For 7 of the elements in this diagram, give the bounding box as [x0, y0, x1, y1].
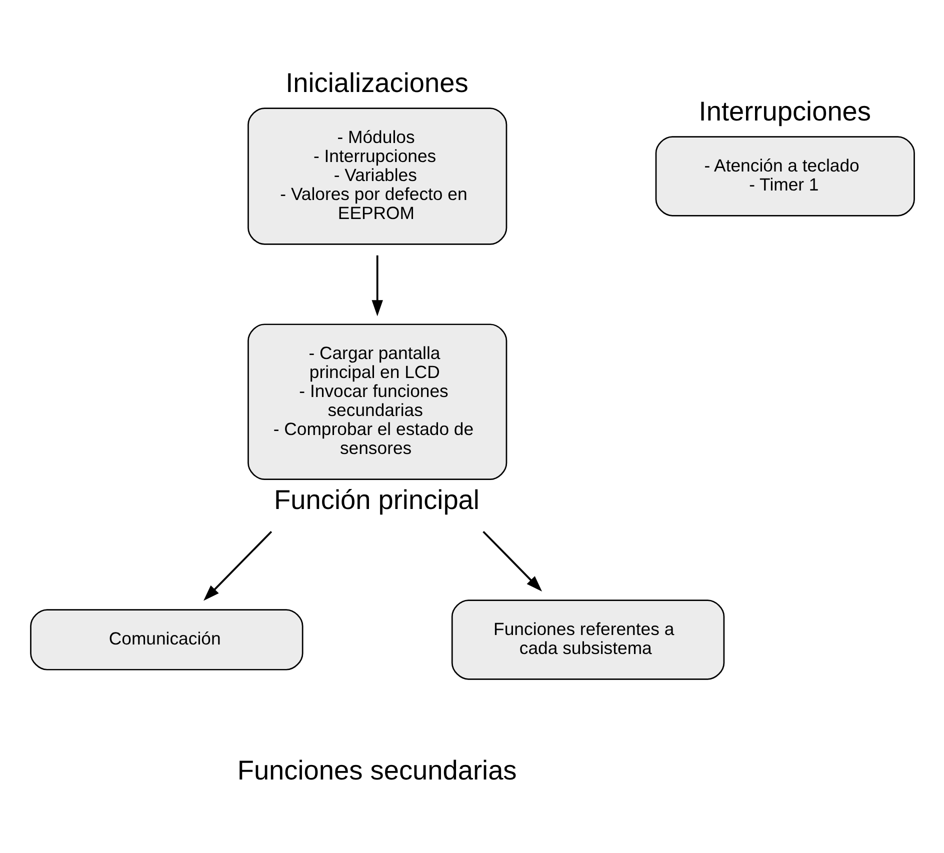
node-label: Inicializaciones [285, 66, 468, 98]
node-label: Función principal [274, 484, 479, 515]
label: Funciones secundarias [236, 754, 516, 786]
node-label: Interrupciones [698, 94, 870, 126]
arrow [482, 530, 542, 591]
arrow [203, 530, 272, 600]
arrow [371, 254, 382, 316]
